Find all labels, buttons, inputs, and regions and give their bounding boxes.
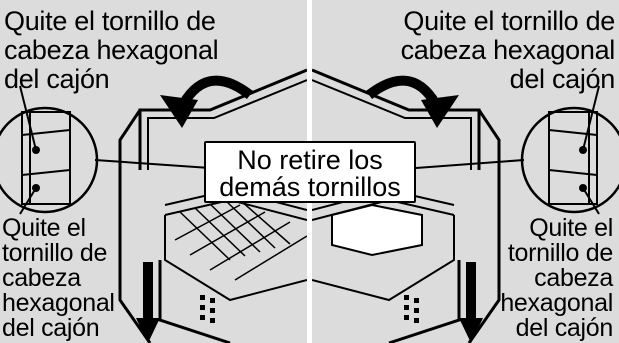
callout-line-1: No retire los — [237, 145, 383, 175]
right-top-label-line-3: del cajón — [509, 64, 616, 94]
left-down-arrow-shaft — [143, 262, 153, 322]
left-frame-inner — [147, 79, 307, 170]
right-bottom-leader — [582, 187, 600, 215]
left-top-leader — [19, 85, 37, 151]
right-basket-body — [312, 215, 455, 302]
left-magnifier-circle — [0, 106, 99, 214]
left-top-label-line-3: del cajón — [4, 64, 110, 94]
left-basket-grid — [174, 199, 307, 281]
left-top-label-line-1: Quite el tornillo de — [4, 6, 216, 36]
right-frame-inner — [312, 79, 472, 170]
right-panel: Quite el tornillo de cabeza hexagonal de… — [312, 0, 619, 343]
right-down-arrow-head — [459, 318, 483, 343]
left-drawer-front — [158, 260, 231, 343]
right-bottom-label-line-4: hexagonal — [500, 289, 613, 317]
left-callout-leader — [94, 159, 211, 169]
right-top-leader — [582, 85, 600, 151]
right-bottom-label-line-2: tornillo de — [507, 239, 613, 267]
left-frame-outline — [138, 68, 307, 170]
right-drawer-front — [388, 260, 461, 343]
left-top-label-line-2: cabeza hexagonal — [4, 35, 219, 65]
right-top-label-line-2: cabeza hexagonal — [400, 35, 616, 65]
right-bottom-label-line-1: Quite el — [529, 214, 613, 242]
right-bottom-label-line-5: del cajón — [515, 314, 614, 342]
right-frame-outline — [312, 68, 481, 170]
left-bottom-label-line-3: cabeza — [2, 264, 81, 292]
right-callout-leader — [415, 159, 525, 169]
callout-line-2: demás tornillos — [219, 172, 401, 202]
right-bottom-label-line-3: cabeza — [534, 264, 613, 292]
right-drawer-vents — [404, 295, 419, 323]
left-bottom-label-line-5: del cajón — [2, 314, 100, 342]
left-drawer-vents — [200, 295, 215, 323]
right-inner-bin — [331, 203, 423, 257]
left-drawer-illustration — [0, 68, 307, 343]
left-down-arrow-head — [136, 318, 160, 343]
right-down-arrow-shaft — [466, 262, 476, 322]
left-bottom-label-line-4: hexagonal — [2, 289, 115, 317]
left-cabinet-side — [118, 109, 152, 343]
right-top-label-line-1: Quite el tornillo de — [403, 6, 615, 36]
left-bottom-label-line-1: Quite el — [2, 214, 86, 242]
left-basket-body — [164, 215, 307, 302]
center-callout-box: No retire los demás tornillos — [204, 141, 416, 203]
left-bottom-leader — [19, 187, 37, 215]
right-cabinet-side — [467, 109, 501, 343]
left-bottom-label-line-2: tornillo de — [2, 239, 108, 267]
right-magnifier-circle — [520, 106, 619, 214]
